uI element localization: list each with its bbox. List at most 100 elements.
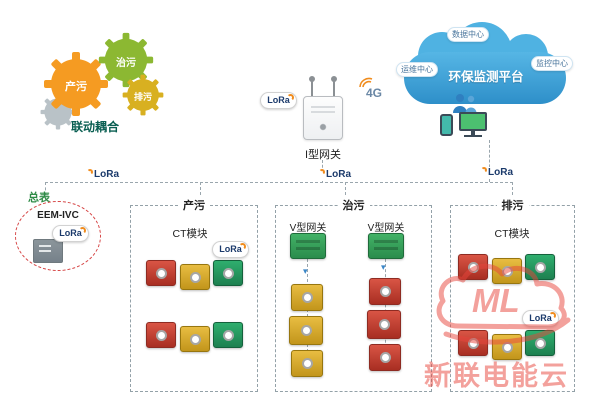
ct-hole <box>378 319 390 330</box>
ct-module-green <box>525 330 555 356</box>
ct-label-produce: CT模块 <box>172 228 208 240</box>
signal-arc-icon <box>239 243 246 250</box>
zone-produce: 产污 <box>130 197 258 392</box>
stub-zone-produce <box>200 182 201 205</box>
signal-4g-label: 4G <box>366 86 383 100</box>
ct-module-red <box>146 260 176 286</box>
ct-hole <box>501 341 513 353</box>
lora-label: LoRa <box>326 169 351 180</box>
antenna-right-icon <box>331 76 337 97</box>
ct-module-yellow <box>180 326 210 352</box>
gear-produce-label: 产污 <box>65 81 87 93</box>
lora-label: LoRa <box>219 244 242 254</box>
ct-module-yellow <box>180 264 210 290</box>
ct-module-red <box>369 278 401 305</box>
meter-label: 总表 <box>28 192 50 204</box>
signal-arc-icon <box>79 227 86 234</box>
stub-cloud <box>489 140 490 182</box>
vgateway-right-label: V型网关 <box>367 223 405 234</box>
meter-model: EEM-IVC <box>37 210 79 221</box>
stub-meter <box>45 182 46 201</box>
gear-treat-label: 治污 <box>116 58 136 69</box>
stub-zone-treat <box>345 182 346 205</box>
gear-produce-icon <box>44 52 108 116</box>
monitor-base-icon <box>464 135 482 137</box>
zone-discharge-title: 排污 <box>496 197 529 213</box>
antenna-left-icon <box>309 76 315 97</box>
ct-hole <box>534 261 546 273</box>
signal-arc-icon <box>287 94 294 101</box>
ct-hole <box>155 329 167 341</box>
cloud-title: 环保监测平台 <box>448 70 524 84</box>
phone-icon <box>440 114 453 136</box>
ct-module-red <box>367 310 401 339</box>
cloud-node-left: 运维中心 <box>396 62 438 77</box>
cloud-node-top: 数据中心 <box>447 27 489 42</box>
stub-zone-discharge <box>512 182 513 205</box>
ct-hole <box>189 333 201 345</box>
ct-module-red <box>146 322 176 348</box>
lora-badge-meter: LoRa <box>52 225 89 242</box>
ct-hole <box>467 337 479 349</box>
signal-arc-icon <box>549 312 556 319</box>
bus-line <box>45 182 513 183</box>
lora-badge-produce: LoRa <box>212 241 249 258</box>
vgateway-right-device <box>368 233 404 259</box>
vgateway-left-device <box>290 233 326 259</box>
lora-label: LoRa <box>59 228 82 238</box>
gateway-i-label: I型网关 <box>304 149 342 161</box>
cloud-node-right: 监控中心 <box>531 56 573 71</box>
ct-module-green <box>213 260 243 286</box>
ct-hole <box>222 329 234 341</box>
zone-treat: 治污 <box>275 197 432 392</box>
chain-arrow-icon: ▾ <box>303 266 308 276</box>
monitor-stand-icon <box>471 131 475 135</box>
bus-lora-right: LoRa <box>478 167 516 179</box>
gear-discharge-label: 排污 <box>133 92 152 102</box>
ct-module-yellow <box>289 316 323 345</box>
signal-arc-icon <box>319 169 325 175</box>
lora-badge-discharge: LoRa <box>522 310 559 327</box>
ct-hole <box>222 267 234 279</box>
signal-arc-icon <box>87 169 93 175</box>
users-icon <box>453 94 477 113</box>
ct-hole <box>467 261 479 273</box>
signal-arc-icon <box>481 167 487 173</box>
signal-4g-arcs-icon <box>359 77 373 88</box>
zone-produce-title: 产污 <box>178 197 210 213</box>
lora-badge-gateway: LoRa <box>260 92 297 109</box>
ct-hole <box>300 325 312 336</box>
ct-module-yellow <box>291 284 323 311</box>
meter-device-icon <box>33 239 63 263</box>
ct-module-yellow <box>291 350 323 377</box>
ct-label-discharge: CT模块 <box>494 228 530 240</box>
lora-label: LoRa <box>267 95 290 105</box>
gear-caption: 联动耦合 <box>70 120 119 134</box>
ct-hole <box>379 286 391 297</box>
zone-treat-title: 治污 <box>337 197 370 213</box>
monitor-icon <box>459 112 487 131</box>
ct-module-green <box>213 322 243 348</box>
ct-module-yellow <box>492 258 522 284</box>
ct-module-red <box>458 330 488 356</box>
gateway-i-device <box>303 96 343 140</box>
ct-module-red <box>369 344 401 371</box>
bus-lora-center: LoRa <box>316 169 354 181</box>
chain-arrow-icon: ▾ <box>381 262 386 272</box>
lora-label: LoRa <box>488 167 513 178</box>
ct-hole <box>155 267 167 279</box>
ct-module-green <box>525 254 555 280</box>
ct-hole <box>501 265 513 277</box>
ct-module-red <box>458 254 488 280</box>
ct-hole <box>301 358 313 369</box>
module-chain-line <box>307 259 308 372</box>
vgateway-left-label: V型网关 <box>289 223 327 234</box>
ct-module-yellow <box>492 334 522 360</box>
ct-hole <box>189 271 201 283</box>
gear-discharge-icon <box>122 74 164 116</box>
bus-lora-left: LoRa <box>84 169 122 181</box>
ct-hole <box>379 352 391 363</box>
lora-label: LoRa <box>94 169 119 180</box>
ct-hole <box>301 292 313 303</box>
